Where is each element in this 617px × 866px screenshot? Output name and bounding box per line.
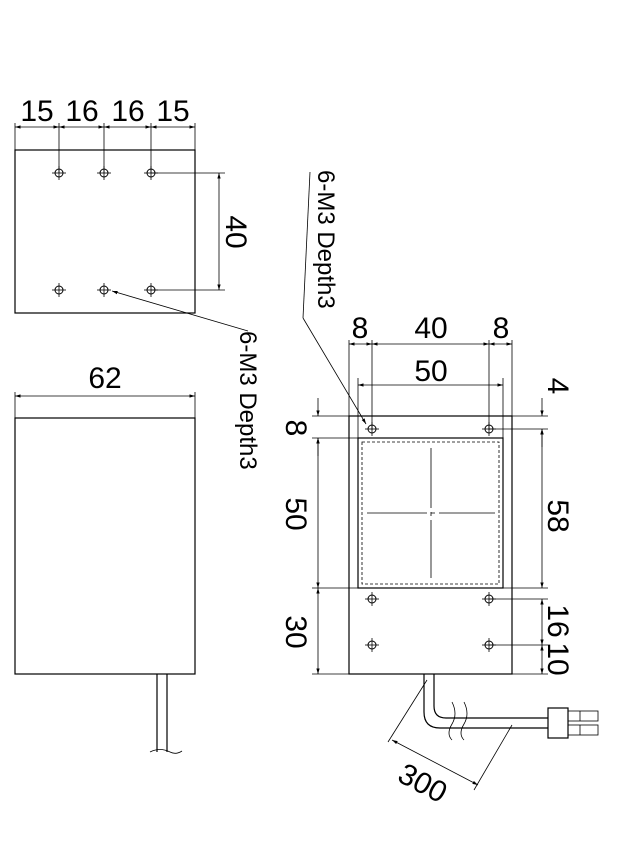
mount-hole (364, 421, 380, 437)
mount-hole (96, 165, 112, 181)
top-thread-note: 6-M3 Depth3 (234, 331, 261, 470)
top-dim-1: 15 (20, 95, 53, 128)
top-height-dim: 40 (219, 215, 252, 248)
front-inner-dim: 50 (414, 355, 447, 388)
front-left-dim-1: 8 (279, 420, 312, 437)
front-left-dim-3: 30 (279, 615, 312, 648)
front-top-dim-3: 8 (493, 312, 510, 345)
cable (423, 674, 599, 741)
front-right-dim-4: 10 (541, 642, 574, 675)
mount-hole (51, 282, 67, 298)
mount-hole (51, 165, 67, 181)
side-width-dim: 62 (88, 362, 121, 395)
front-top-dim-1: 8 (352, 312, 369, 345)
top-dim-2: 16 (65, 95, 98, 128)
cable-length-dim: 300 (393, 757, 453, 810)
mount-hole (96, 282, 112, 298)
side-view: 62 (14, 362, 196, 754)
top-dim-4: 15 (156, 95, 189, 128)
mount-hole (364, 637, 380, 653)
front-right-dim-3: 16 (541, 604, 574, 637)
side-view-outline (14, 417, 196, 675)
top-view: 15 16 16 15 40 6-M3 Depth3 (14, 95, 261, 470)
front-top-dim-2: 40 (414, 312, 447, 345)
top-dim-3: 16 (111, 95, 144, 128)
front-view: 6-M3 Depth3 8 40 8 50 (279, 170, 599, 810)
front-thread-note: 6-M3 Depth3 (312, 170, 339, 309)
connector-housing (547, 707, 569, 739)
connector-pin (567, 724, 599, 736)
connector-pin (567, 710, 599, 722)
front-right-dim-2: 58 (541, 499, 574, 532)
front-left-dim-2: 50 (279, 497, 312, 530)
front-right-dim-1: 4 (541, 378, 574, 395)
front-view-outline (348, 415, 513, 675)
mount-hole (364, 591, 380, 607)
emitting-window (357, 437, 504, 589)
top-view-outline (14, 149, 196, 314)
